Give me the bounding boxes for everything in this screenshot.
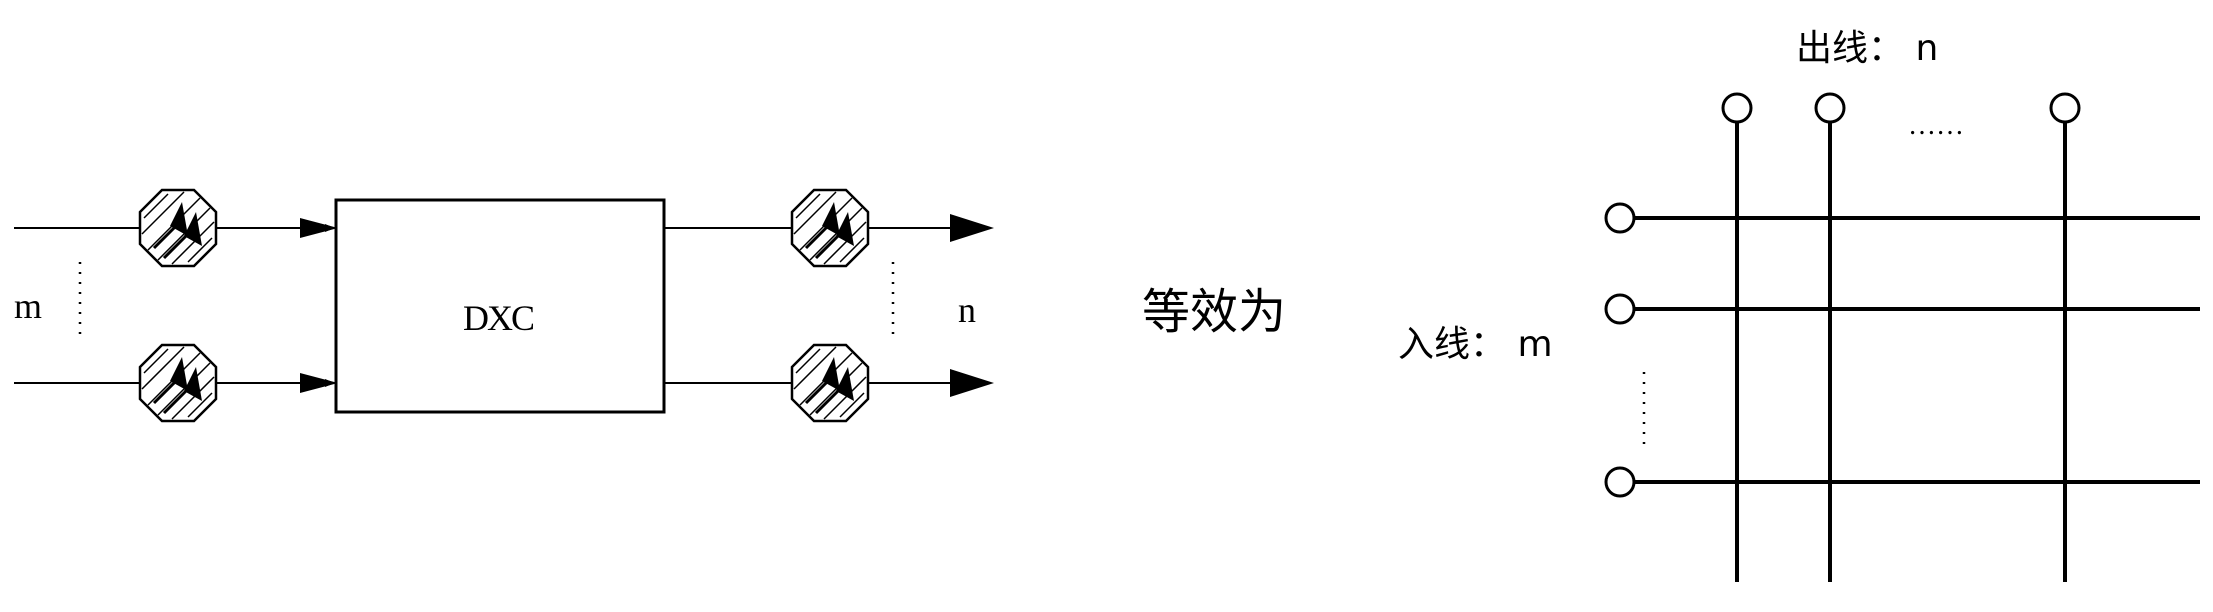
crossbar-matrix: 出线： n 入线： m …… (1398, 28, 2200, 582)
dxc-box (334, 198, 666, 414)
output-count-label: n (958, 290, 976, 330)
input-lines-label: 入线： m (1398, 324, 1553, 365)
input-port-3 (1604, 466, 1636, 498)
input-arrowhead-top (300, 218, 338, 238)
output-port-3 (2049, 92, 2081, 124)
input-laser-icon-bottom (138, 343, 218, 423)
output-arrowhead-bottom (950, 369, 994, 397)
output-port-2 (1814, 92, 1846, 124)
equivalence-label: 等效为 (1142, 284, 1286, 340)
dxc-label: DXC (463, 298, 534, 338)
output-laser-icon-top (790, 188, 870, 268)
input-port-2 (1604, 293, 1636, 325)
output-port-1 (1721, 92, 1753, 124)
input-count-label: m (14, 286, 42, 326)
input-port-1 (1604, 202, 1636, 234)
output-ellipsis: …… (1908, 110, 1964, 141)
input-laser-icon-top (138, 188, 218, 268)
left-dxc-diagram: m DXC n (14, 188, 994, 423)
input-arrowhead-bottom (300, 373, 338, 393)
output-lines-label: 出线： n (1796, 28, 1938, 69)
output-laser-icon-bottom (790, 343, 870, 423)
output-arrowhead-top (950, 214, 994, 242)
